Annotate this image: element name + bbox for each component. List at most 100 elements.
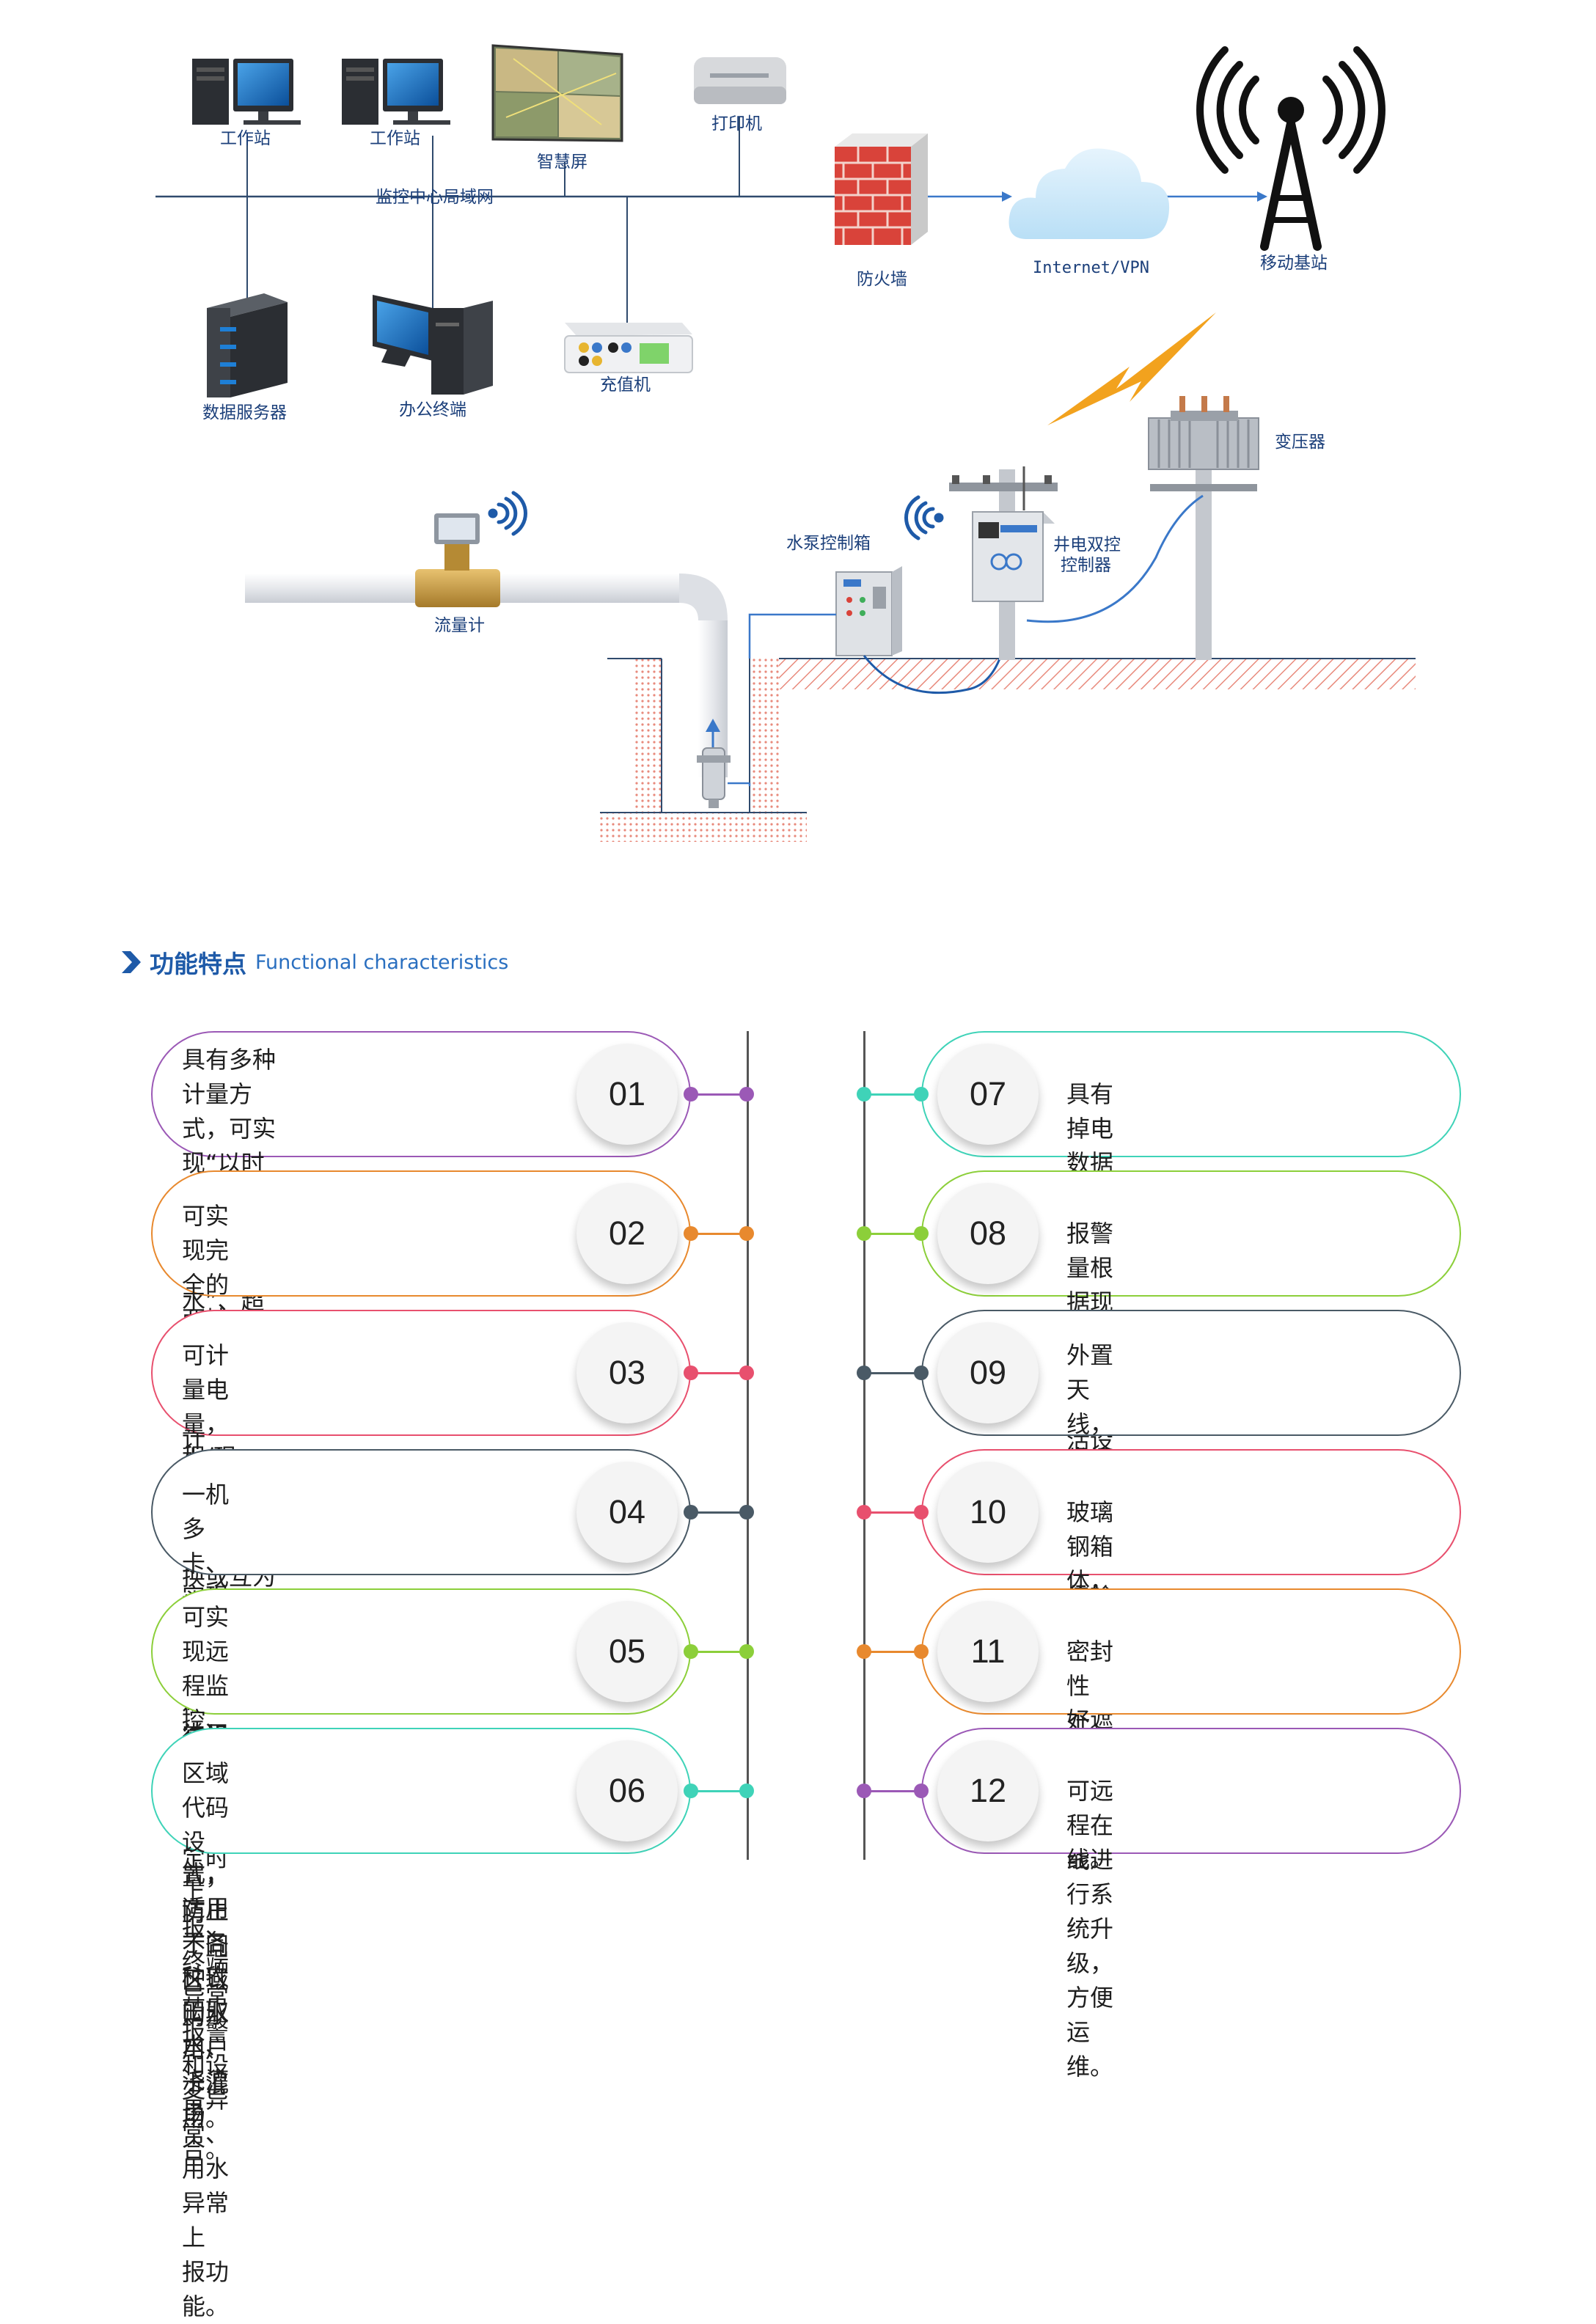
lan-label: 监控中心局域网 [376,188,494,207]
controller-label-line2: 控制器 [1061,556,1111,575]
office-terminal-label: 办公终端 [399,400,466,419]
wifi-signal-icon-1 [488,491,527,536]
system-diagram: 监控中心局域网 工作站 工作站 智慧屏 打印机 [155,44,1416,842]
base-station-icon [1196,46,1385,251]
feature-connector [691,1093,748,1096]
feature-number: 10 [937,1462,1039,1563]
internet-links [928,191,1267,202]
transformer-cable [1026,494,1204,623]
connector-dot [914,1366,929,1380]
recharge-machine-icon [564,323,693,373]
cloud-icon [1009,148,1170,239]
connector-dot [914,1087,929,1101]
transformer-icon [1148,396,1259,660]
connector-dot [914,1226,929,1241]
feature-number: 12 [937,1740,1039,1841]
feature-text-line: 报功能。 [182,2257,230,2320]
ground [600,658,1416,842]
connector-dot [684,1644,698,1659]
feature-number: 09 [937,1322,1039,1423]
connector-dot [739,1226,754,1241]
feature-connector [865,1511,922,1514]
connector-dot [739,1087,754,1101]
feature-number: 07 [937,1044,1039,1145]
connector-dot [914,1644,929,1659]
connector-dot [739,1366,754,1380]
feature-text-line: 购水用户卡混用。 [182,2001,230,2132]
feature-connector [691,1511,748,1514]
control-wiring [728,613,836,786]
flowmeter-label: 流量计 [434,616,485,635]
connector-dot [857,1505,871,1520]
wifi-signal-icon-2 [904,495,944,540]
data-server-icon [207,293,288,397]
flowmeter-icon [415,513,500,607]
feature-number: 04 [576,1462,678,1563]
connector-dot [739,1784,754,1798]
pump-box-label: 水泵控制箱 [786,534,871,553]
lan-bus [155,117,840,334]
feature-number: 02 [576,1183,678,1284]
section-title-en: Functional characteristics [255,950,509,974]
firewall-icon [835,133,928,245]
smart-screen-icon [491,44,623,142]
tower-top-icon [1278,97,1304,123]
feature-connector [691,1372,748,1374]
connector-dot [739,1644,754,1659]
connector-dot [914,1505,929,1520]
feature-connector [865,1233,922,1235]
transformer-label: 变压器 [1275,433,1325,452]
controller-pole-icon [949,466,1058,660]
feature-number: 06 [576,1740,678,1841]
connector-dot [739,1505,754,1520]
connector-dot [857,1087,871,1101]
connector-dot [684,1505,698,1520]
connector-dot [684,1366,698,1380]
printer-label: 打印机 [711,114,762,133]
firewall-label: 防火墙 [857,270,907,289]
workstation-2-label: 工作站 [370,129,420,148]
connector-dot [857,1644,871,1659]
feature-connector [691,1233,748,1235]
feature-connector [865,1093,922,1096]
timeline-right [863,1031,865,1860]
feature-text: 区域代码设置，防止不同区域购水用户卡混用。 [182,1756,229,2136]
base-station-label: 移动基站 [1260,254,1328,273]
printer-icon [694,57,786,104]
feature-connector [865,1372,922,1374]
recharge-machine-label: 充值机 [600,375,651,395]
workstation-1-label: 工作站 [220,129,271,148]
feature-number: 03 [576,1322,678,1423]
workstation-2-icon [342,59,450,125]
connector-dot [914,1784,929,1798]
feature-connector [865,1790,922,1792]
feature-number: 11 [937,1601,1039,1702]
feature-number: 05 [576,1601,678,1702]
feature-connector [865,1651,922,1653]
internet-label: Internet/VPN [1033,259,1149,277]
feature-text: 可远程在线进行系统升级，方便运维。 [1066,1774,1113,2084]
office-terminal-icon [373,295,493,395]
feature-number: 01 [576,1044,678,1145]
chevron-right-icon [122,951,141,973]
section-title-zh: 功能特点 [150,950,246,978]
connector-dot [684,1784,698,1798]
timeline-left [747,1031,749,1860]
lightning-icon [1047,312,1216,425]
feature-connector [691,1651,748,1653]
submersible-pump-icon [697,747,731,808]
feature-number: 08 [937,1183,1039,1284]
controller-label-line1: 井电双控 [1053,535,1121,554]
data-server-label: 数据服务器 [202,403,287,422]
feature-text-line: 可远程在线进行系统升级，方便运维。 [1066,1776,1114,2081]
smart-screen-label: 智慧屏 [537,153,587,172]
connector-dot [857,1366,871,1380]
connector-dot [857,1784,871,1798]
connector-dot [684,1087,698,1101]
feature-connector [691,1790,748,1792]
connector-dot [857,1226,871,1241]
section-title: 功能特点 Functional characteristics [120,946,508,978]
workstation-1-icon [192,59,301,125]
feature-text-line: 区域代码设置，防止不同区域 [182,1759,230,1994]
pump-control-box-icon [835,566,902,656]
